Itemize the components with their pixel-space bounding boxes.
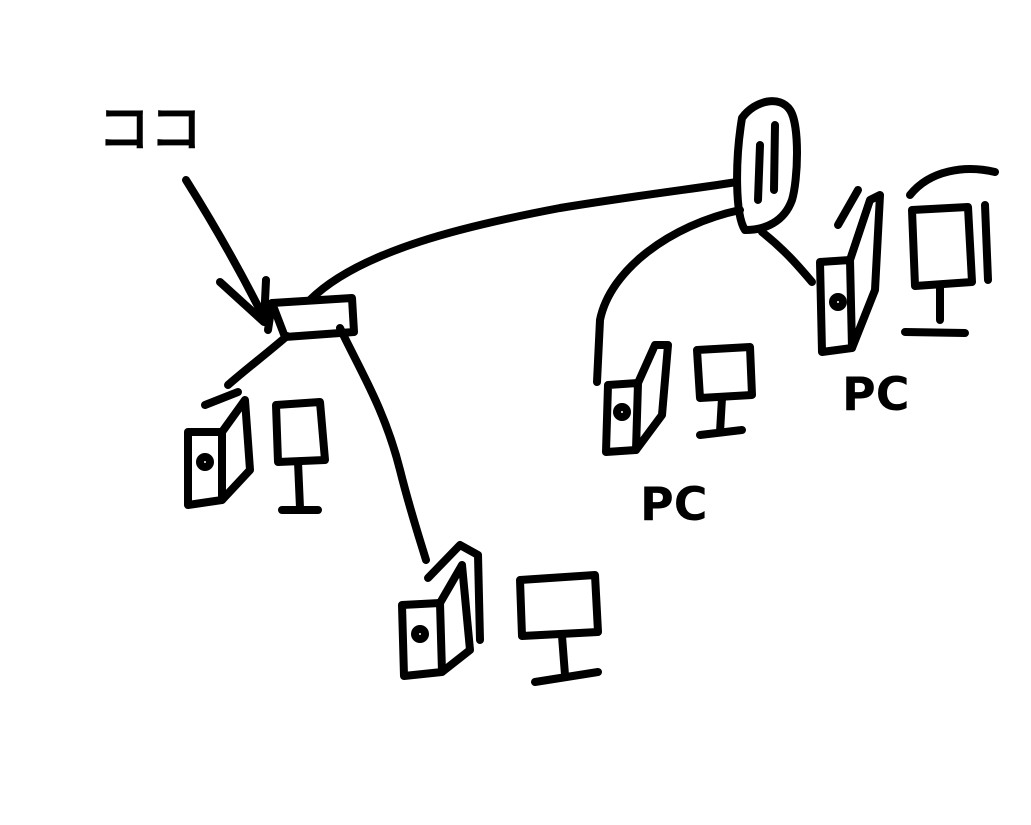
annotation-label: ココ [98, 100, 202, 160]
cable-hub-pc-left [224, 332, 291, 389]
monitor-icon [693, 343, 756, 439]
network-hub [264, 294, 358, 341]
monitor-icon [901, 165, 999, 337]
cable-hub-pc-bottom [336, 324, 430, 564]
pc-left [184, 388, 329, 514]
pc-bottom [398, 541, 602, 686]
computer-tower-icon [816, 186, 884, 356]
computer-tower-icon [602, 341, 672, 456]
monitor-icon [516, 571, 602, 686]
cable-router-pc-right [758, 228, 816, 286]
pc-label: PC [842, 367, 909, 421]
pc-middle: PC [602, 341, 756, 531]
computer-tower-icon [184, 388, 254, 509]
router-icon [733, 97, 801, 234]
pc-right: PC [816, 165, 999, 421]
pc-label: PC [640, 477, 707, 531]
computer-tower-icon [398, 541, 484, 680]
cable-router-pc-middle [593, 206, 744, 386]
cable-hub-router [306, 178, 741, 304]
cables [224, 178, 816, 564]
annotation-arrow [182, 176, 270, 326]
monitor-icon [272, 398, 329, 514]
